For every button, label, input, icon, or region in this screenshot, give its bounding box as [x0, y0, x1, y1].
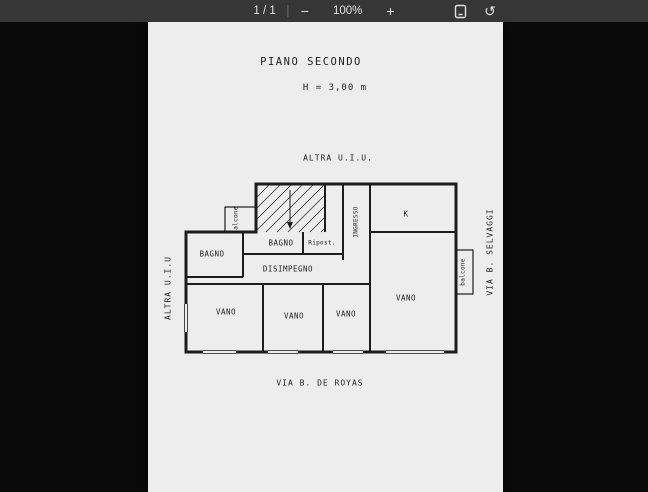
balconies [224, 206, 474, 295]
room-label-balcone-right: balcone [459, 258, 467, 286]
interior-walls [186, 184, 456, 352]
room-label-bagno-top: BAGNO [268, 238, 294, 248]
room-label-vano-3: VANO [335, 309, 357, 319]
toolbar-divider [287, 5, 289, 17]
label-altra-uiu-top: ALTRA U.I.U. [303, 153, 373, 163]
room-label-kitchen: K [403, 209, 409, 219]
zoom-out-button[interactable]: − [300, 3, 309, 19]
room-label-ripost: Ripost. [308, 239, 336, 247]
room-label-vano-1: VANO [215, 307, 237, 317]
document-page[interactable]: PIANO SECONDO H = 3,00 m ALTRA U.I.U. AL… [148, 22, 503, 492]
toolbar-center-group: 1 / 1 − 100% + [241, 0, 406, 22]
outer-walls [184, 182, 458, 354]
label-via-selvaggi: VIA B. SELVAGGI [485, 208, 495, 296]
toolbar-right-group: ↺ [452, 0, 498, 22]
page-title: PIANO SECONDO [260, 56, 362, 68]
room-label-vano-big: VANO [395, 293, 417, 303]
room-label-ingresso: INGRESSO [352, 206, 360, 238]
height-note: H = 3,00 m [302, 83, 368, 93]
room-label-vano-2: VANO [283, 311, 305, 321]
windows [183, 304, 444, 356]
staircase [254, 183, 326, 233]
room-label-disimpegno: DISIMPEGNO [262, 264, 314, 274]
page-indicator: 1 / 1 [253, 5, 276, 17]
label-altra-uiu-left: ALTRA U.I.U [163, 256, 173, 320]
room-label-balcone-left: balcone [232, 206, 240, 234]
floor-plan-drawing [183, 182, 474, 356]
zoom-level: 100% [332, 5, 363, 17]
room-label-bagno-left: BAGNO [199, 249, 225, 259]
pdf-toolbar: 1 / 1 − 100% + ↺ [0, 0, 648, 22]
zoom-in-button[interactable]: + [386, 3, 395, 19]
rotate-ccw-icon[interactable]: ↺ [484, 2, 496, 19]
page-thumbnail-icon[interactable] [452, 3, 468, 19]
label-via-de-royas: VIA B. DE ROYAS [276, 378, 364, 388]
